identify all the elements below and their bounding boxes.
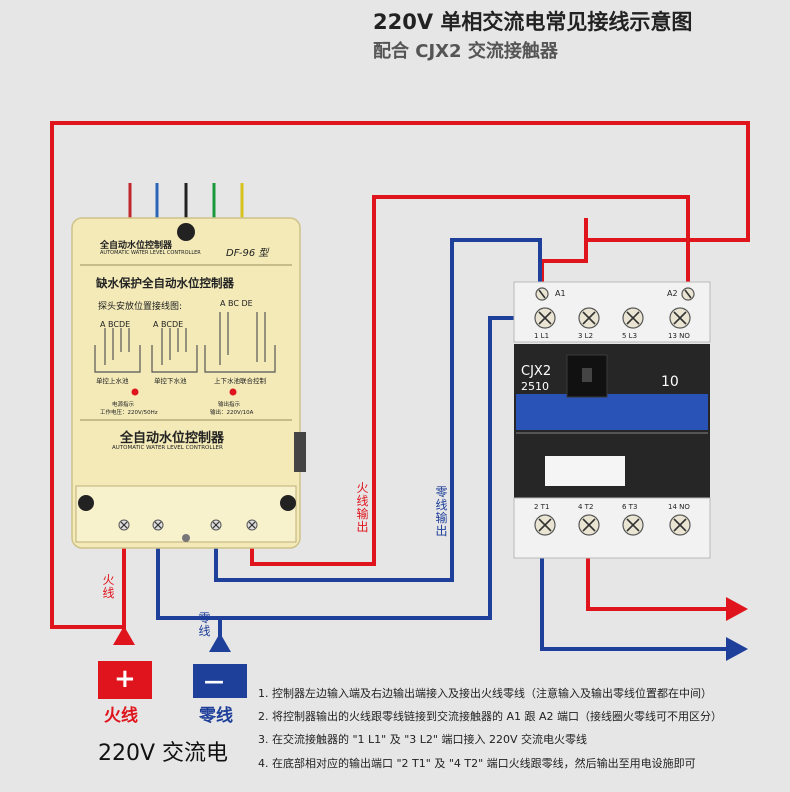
terminal-13-no: 13 NO	[668, 332, 690, 340]
neutral-source-badge	[193, 664, 247, 698]
probe-letters-both: A BC DE	[220, 299, 253, 308]
controller-brand: 全自动水位控制器	[100, 241, 173, 251]
tank-both-label: 上下水池联合控制	[214, 377, 266, 385]
note-1: 1. 控制器左边输入端及右边输出端接入及接出火线零线（注意输入及输出零线位置都在…	[258, 687, 712, 700]
probe-diagram-title: 探头安放位置接线图:	[98, 302, 183, 312]
live-source-arrow	[113, 626, 135, 645]
terminal-6-t3: 6 T3	[622, 503, 638, 511]
note-3: 3. 在交流接触器的 "1 L1" 及 "3 L2" 端口接入 220V 交流电…	[258, 733, 587, 746]
probe-letters-lower: A BCDE	[153, 320, 184, 329]
controller-footer-name: 全自动水位控制器	[120, 431, 225, 446]
coil-a2-label: A2	[667, 289, 678, 298]
terminal-14-no: 14 NO	[668, 503, 690, 511]
output-indicator-spec: 输出：220V/10A	[210, 410, 254, 416]
controller-model: DF-96 型	[226, 248, 269, 259]
live-supply-wire	[50, 121, 750, 645]
controller-footer-en: AUTOMATIC WATER LEVEL CONTROLLER	[112, 445, 223, 451]
terminal-2-t1: 2 T1	[534, 503, 550, 511]
water-level-controller	[71, 183, 306, 549]
diagram-title: 220V 单相交流电常见接线示意图	[373, 10, 693, 34]
note-2: 2. 将控制器输出的火线跟零线链接到交流接触器的 A1 跟 A2 端口（接线圈火…	[258, 710, 723, 723]
contactor-number: 2510	[521, 380, 549, 393]
contactor-cjx2	[513, 281, 711, 559]
tank-lower-label: 单控下水池	[154, 377, 187, 385]
neutral-source-label: 零线	[199, 706, 233, 726]
controller-brand-en: AUTOMATIC WATER LEVEL CONTROLLER	[100, 250, 201, 256]
tank-upper-label: 单控上水池	[96, 377, 129, 385]
contactor-rating: 10	[661, 374, 679, 390]
live-output-wire	[250, 195, 690, 566]
contactor-model: CJX2	[521, 364, 552, 379]
live-source-label: 火线	[104, 706, 138, 726]
neutral-load-arrow	[726, 637, 748, 661]
ac-source-label: 220V 交流电	[98, 741, 229, 766]
power-indicator-label: 电源指示	[112, 402, 135, 408]
live-load-arrow	[726, 597, 748, 621]
probe-letters-upper: A BCDE	[100, 320, 131, 329]
note-4: 4. 在底部相对应的输出端口 "2 T1" 及 "4 T2" 端口火线跟零线，然…	[258, 757, 696, 770]
terminal-5-l3: 5 L3	[622, 332, 638, 340]
terminal-4-t2: 4 T2	[578, 503, 594, 511]
neutral-output-label: 零线输出	[435, 485, 448, 538]
output-indicator-label: 输出指示	[218, 402, 241, 408]
minus-symbol: —	[204, 669, 224, 693]
diagram-subtitle: 配合 CJX2 交流接触器	[373, 41, 558, 62]
neutral-source-arrow	[209, 633, 231, 652]
controller-headline: 缺水保护全自动水位控制器	[96, 276, 234, 290]
terminal-1-l1: 1 L1	[534, 332, 550, 340]
live-source-badge	[98, 661, 152, 699]
live-output-label: 火线输出	[356, 481, 369, 534]
power-indicator-spec: 工作电压：220V/50Hz	[100, 410, 158, 416]
neutral-output-wire	[214, 238, 542, 582]
terminal-3-l2: 3 L2	[578, 332, 594, 340]
neutral-load-wire	[540, 530, 728, 651]
neutral-input-label: 零线	[198, 611, 211, 638]
live-input-label: 火线	[102, 573, 115, 600]
coil-a1-label: A1	[555, 289, 566, 298]
plus-symbol: +	[114, 664, 136, 694]
